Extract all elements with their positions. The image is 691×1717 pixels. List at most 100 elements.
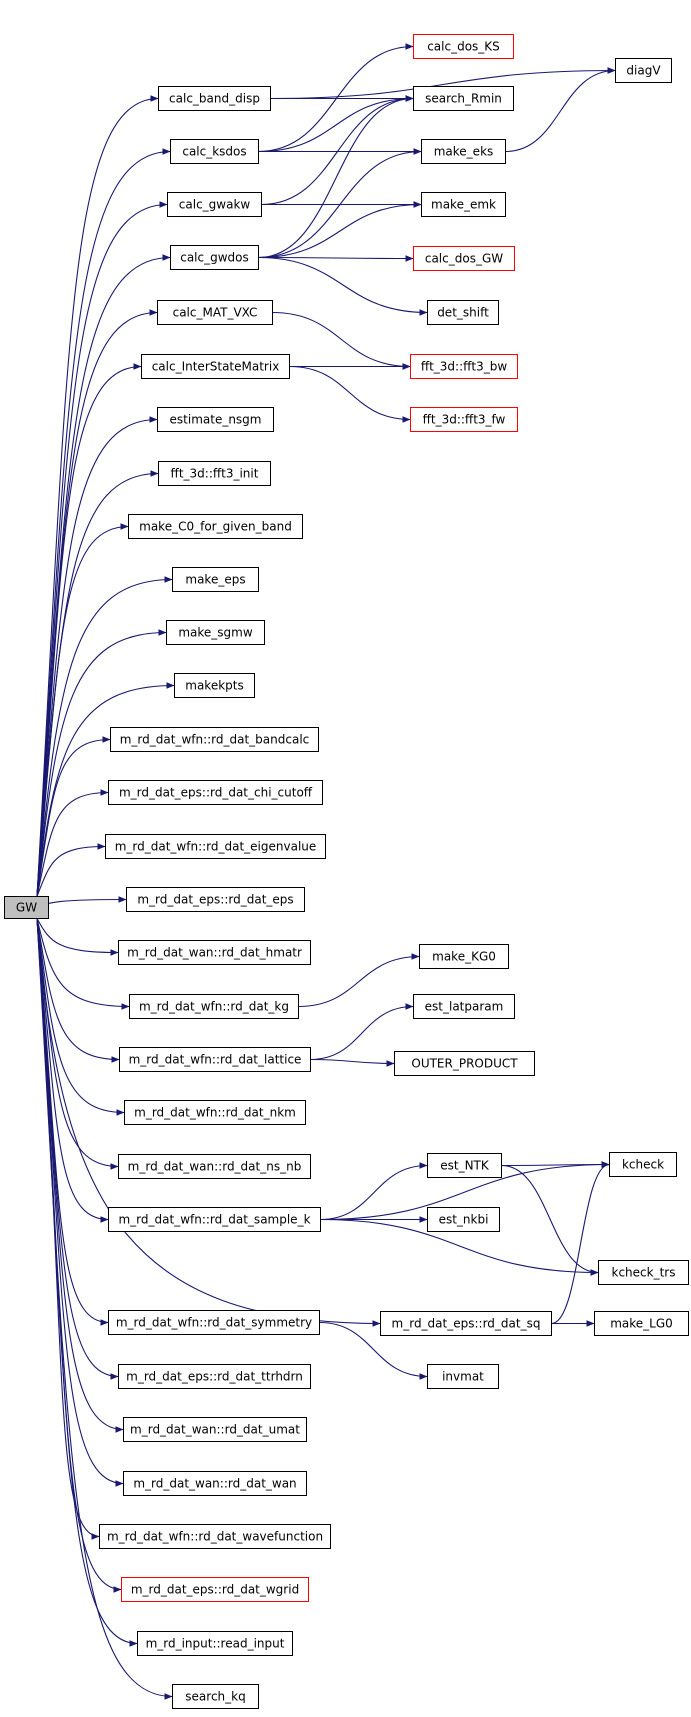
edge-calc-ksdos-to-calc-dos-ks	[258, 43, 414, 153]
edge	[36, 918, 120, 1063]
node-rd-dat-ttrhdrn[interactable]: m_rd_dat_eps::rd_dat_ttrhdrn	[118, 1364, 311, 1389]
node-label: calc_dos_GW	[425, 252, 503, 266]
edge-gw-to-rd-dat-umat	[36, 918, 124, 1433]
node-rd-dat-umat[interactable]: m_rd_dat_wan::rd_dat_umat	[123, 1417, 307, 1442]
node-make-eps[interactable]: make_eps	[172, 567, 259, 592]
node-rd-dat-hmatr[interactable]: m_rd_dat_wan::rd_dat_hmatr	[118, 940, 311, 965]
node-outer-product[interactable]: OUTER_PRODUCT	[394, 1051, 535, 1076]
node-label: calc_band_disp	[169, 92, 260, 106]
node-make-c0[interactable]: make_C0_for_given_band	[128, 514, 303, 539]
node-box	[108, 780, 323, 805]
node-est-nkbi[interactable]: est_nkbi	[427, 1207, 500, 1232]
node-calc-gwakw[interactable]: calc_gwakw	[167, 192, 262, 217]
node-rd-dat-kg[interactable]: m_rd_dat_wfn::rd_dat_kg	[129, 994, 299, 1019]
node-box	[99, 1524, 331, 1549]
edge	[36, 918, 119, 956]
edge-calc-gwakw-to-search-rmin	[261, 95, 414, 206]
node-box	[410, 354, 518, 379]
node-label: m_rd_dat_wfn::rd_dat_lattice	[129, 1053, 302, 1067]
edge-gw-to-rd-dat-eigenvalue	[36, 843, 106, 897]
node-det-shift[interactable]: det_shift	[427, 300, 499, 325]
node-label: m_rd_dat_wan::rd_dat_ns_nb	[128, 1160, 302, 1174]
node-search-rmin[interactable]: search_Rmin	[413, 86, 514, 111]
node-makekpts[interactable]: makekpts	[174, 673, 255, 698]
node-make-kg0[interactable]: make_KG0	[419, 944, 509, 969]
node-rd-dat-lattice[interactable]: m_rd_dat_wfn::rd_dat_lattice	[119, 1047, 311, 1072]
node-fft3-fw[interactable]: fft_3d::fft3_fw	[410, 407, 518, 432]
edge	[36, 918, 173, 1700]
node-box	[410, 407, 518, 432]
node-search-kq[interactable]: search_kq	[172, 1684, 259, 1709]
node-label: make_KG0	[432, 950, 496, 964]
node-calc-band-disp[interactable]: calc_band_disp	[158, 86, 271, 111]
node-kcheck[interactable]: kcheck	[609, 1152, 677, 1177]
node-label: m_rd_dat_wfn::rd_dat_bandcalc	[120, 733, 310, 747]
node-calc-interstatematrix[interactable]: calc_InterStateMatrix	[141, 354, 290, 379]
node-rd-dat-nkm[interactable]: m_rd_dat_wfn::rd_dat_nkm	[124, 1100, 306, 1125]
node-rd-dat-sample-k[interactable]: m_rd_dat_wfn::rd_dat_sample_k	[108, 1207, 321, 1232]
edge	[261, 95, 414, 206]
node-box	[421, 192, 506, 217]
node-diagv[interactable]: diagV	[615, 58, 672, 83]
edge	[258, 95, 414, 153]
edge	[36, 148, 171, 897]
node-kcheck-trs[interactable]: kcheck_trs	[598, 1260, 689, 1285]
node-rd-dat-eigenvalue[interactable]: m_rd_dat_wfn::rd_dat_eigenvalue	[105, 834, 326, 859]
node-label: m_rd_dat_eps::rd_dat_eps	[137, 893, 293, 907]
node-box	[123, 1417, 307, 1442]
node-rd-dat-eps[interactable]: m_rd_dat_eps::rd_dat_eps	[126, 887, 305, 912]
edge	[36, 918, 122, 1593]
node-make-eks[interactable]: make_eks	[421, 139, 506, 164]
node-label: m_rd_dat_eps::rd_dat_sq	[392, 1317, 541, 1331]
node-calc-mat-vxc[interactable]: calc_MAT_VXC	[157, 300, 273, 325]
node-label: fft_3d::fft3_bw	[421, 360, 508, 374]
node-rd-dat-sq[interactable]: m_rd_dat_eps::rd_dat_sq	[380, 1311, 552, 1336]
node-box	[108, 1207, 321, 1232]
node-rd-dat-ns-nb[interactable]: m_rd_dat_wan::rd_dat_ns_nb	[118, 1154, 311, 1179]
node-box	[380, 1311, 552, 1336]
node-box	[157, 407, 274, 432]
node-rd-dat-wan[interactable]: m_rd_dat_wan::rd_dat_wan	[123, 1471, 307, 1496]
node-make-sgmw[interactable]: make_sgmw	[166, 620, 265, 645]
node-box	[108, 1310, 320, 1335]
node-make-emk[interactable]: make_emk	[421, 192, 506, 217]
node-box	[413, 86, 514, 111]
node-rd-dat-chi-cutoff[interactable]: m_rd_dat_eps::rd_dat_chi_cutoff	[108, 780, 323, 805]
edge-calc-interstatematrix-to-fft3-fw	[289, 365, 411, 423]
node-calc-dos-gw[interactable]: calc_dos_GW	[413, 246, 515, 271]
edge-gw-to-calc-ksdos	[36, 148, 171, 897]
node-label: m_rd_dat_wfn::rd_dat_wavefunction	[107, 1530, 323, 1544]
node-gw[interactable]: GW	[4, 896, 49, 919]
node-rd-dat-wavefunction[interactable]: m_rd_dat_wfn::rd_dat_wavefunction	[99, 1524, 331, 1549]
node-rd-dat-bandcalc[interactable]: m_rd_dat_wfn::rd_dat_bandcalc	[110, 727, 319, 752]
edge	[319, 1321, 428, 1380]
node-label: fft_3d::fft3_init	[171, 467, 259, 481]
node-rd-dat-wgrid[interactable]: m_rd_dat_eps::rd_dat_wgrid	[121, 1577, 309, 1602]
edge	[258, 256, 428, 316]
node-calc-ksdos[interactable]: calc_ksdos	[170, 139, 259, 164]
node-box	[128, 514, 303, 539]
edge-gw-to-rd-dat-kg	[36, 918, 130, 1010]
node-calc-gwdos[interactable]: calc_gwdos	[170, 245, 259, 270]
edge	[320, 1162, 428, 1221]
node-invmat[interactable]: invmat	[427, 1364, 499, 1389]
edge	[36, 201, 168, 897]
node-est-ntk[interactable]: est_NTK	[427, 1153, 502, 1178]
edge-calc-gwdos-to-calc-dos-gw	[258, 255, 414, 262]
edge-rd-dat-lattice-to-outer-product	[310, 1058, 395, 1067]
node-read-input[interactable]: m_rd_input::read_input	[137, 1631, 293, 1656]
node-label: makekpts	[185, 679, 243, 693]
node-rd-dat-symmetry[interactable]: m_rd_dat_wfn::rd_dat_symmetry	[108, 1310, 320, 1335]
edge-calc-gwdos-to-det-shift	[258, 256, 428, 316]
node-calc-dos-ks[interactable]: calc_dos_KS	[413, 34, 514, 59]
node-est-latparam[interactable]: est_latparam	[413, 994, 515, 1019]
node-fft3-init[interactable]: fft_3d::fft3_init	[158, 461, 271, 486]
node-fft3-bw[interactable]: fft_3d::fft3_bw	[410, 354, 518, 379]
node-estimate-nsgm[interactable]: estimate_nsgm	[157, 407, 274, 432]
node-box	[419, 944, 509, 969]
edge-gw-to-rd-dat-chi-cutoff	[36, 789, 109, 897]
node-label: diagV	[626, 64, 661, 78]
node-box	[413, 994, 515, 1019]
node-box	[124, 1100, 306, 1125]
node-make-lg0[interactable]: make_LG0	[594, 1311, 689, 1336]
